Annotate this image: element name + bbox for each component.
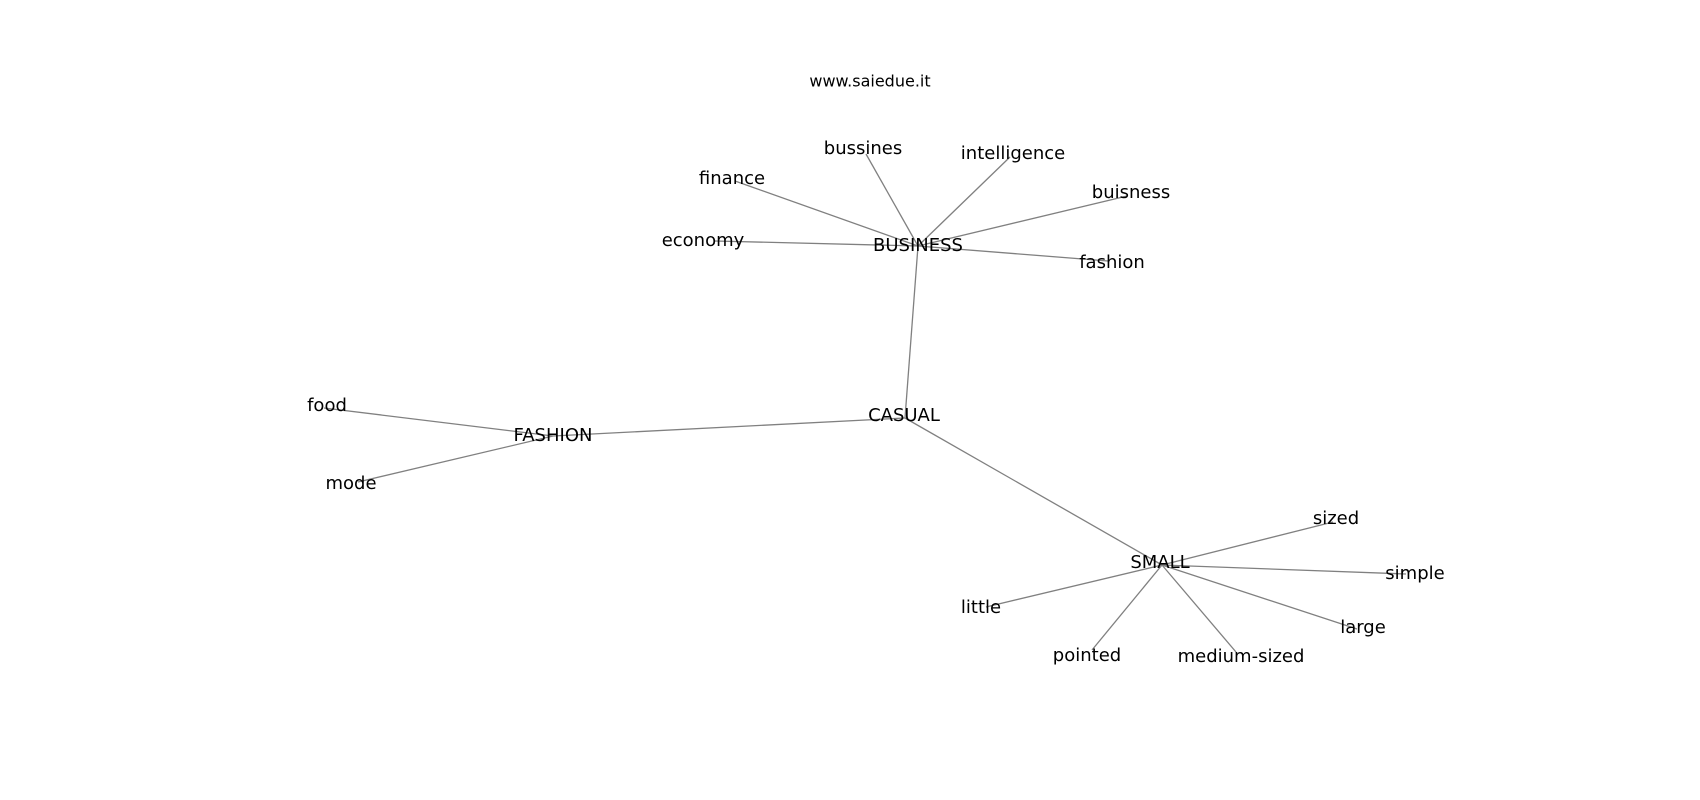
node-medium-sized: medium-sized (1178, 646, 1305, 667)
node-economy: economy (662, 230, 745, 251)
node-large: large (1340, 617, 1386, 638)
edge-small-sized (1161, 521, 1334, 566)
node-casual: CASUAL (868, 405, 940, 426)
node-finance: finance (699, 168, 765, 189)
nodes-layer: CASUAL BUSINESS FASHION SMALL bussines intell… (307, 138, 1445, 667)
edge-business-finance (734, 180, 919, 247)
edge-small-medium_sized (1161, 564, 1237, 653)
edge-casual-business (904, 245, 919, 419)
edge-business-economy (714, 240, 919, 247)
edge-business-fashion_leaf (917, 245, 1109, 262)
node-buisness: buisness (1092, 182, 1170, 203)
edge-business-intelligence (917, 156, 1011, 247)
edge-fashion_hub-food (323, 407, 554, 437)
edge-small-little (985, 564, 1163, 608)
node-fashion-hub: FASHION (514, 425, 593, 446)
edge-business-bussines (865, 153, 919, 247)
node-mode: mode (325, 473, 376, 494)
edge-small-simple (1161, 564, 1407, 575)
edge-fashion_hub-mode (357, 435, 554, 483)
node-little: little (961, 597, 1001, 618)
edge-casual-small (904, 417, 1163, 566)
edges-layer (323, 153, 1407, 653)
node-sized: sized (1313, 508, 1359, 529)
node-simple: simple (1385, 563, 1444, 584)
site-label: www.saiedue.it (809, 72, 930, 91)
node-business: BUSINESS (873, 235, 963, 256)
edge-casual-fashion_hub (552, 417, 906, 437)
node-food: food (307, 395, 347, 416)
node-small: SMALL (1130, 552, 1189, 573)
node-fashion-leaf: fashion (1079, 252, 1145, 273)
edge-business-buisness (917, 195, 1128, 247)
edge-small-large (1161, 564, 1358, 630)
node-bussines: bussines (824, 138, 902, 159)
node-intelligence: intelligence (961, 143, 1065, 164)
edge-small-pointed (1091, 564, 1163, 651)
node-pointed: pointed (1053, 645, 1121, 666)
